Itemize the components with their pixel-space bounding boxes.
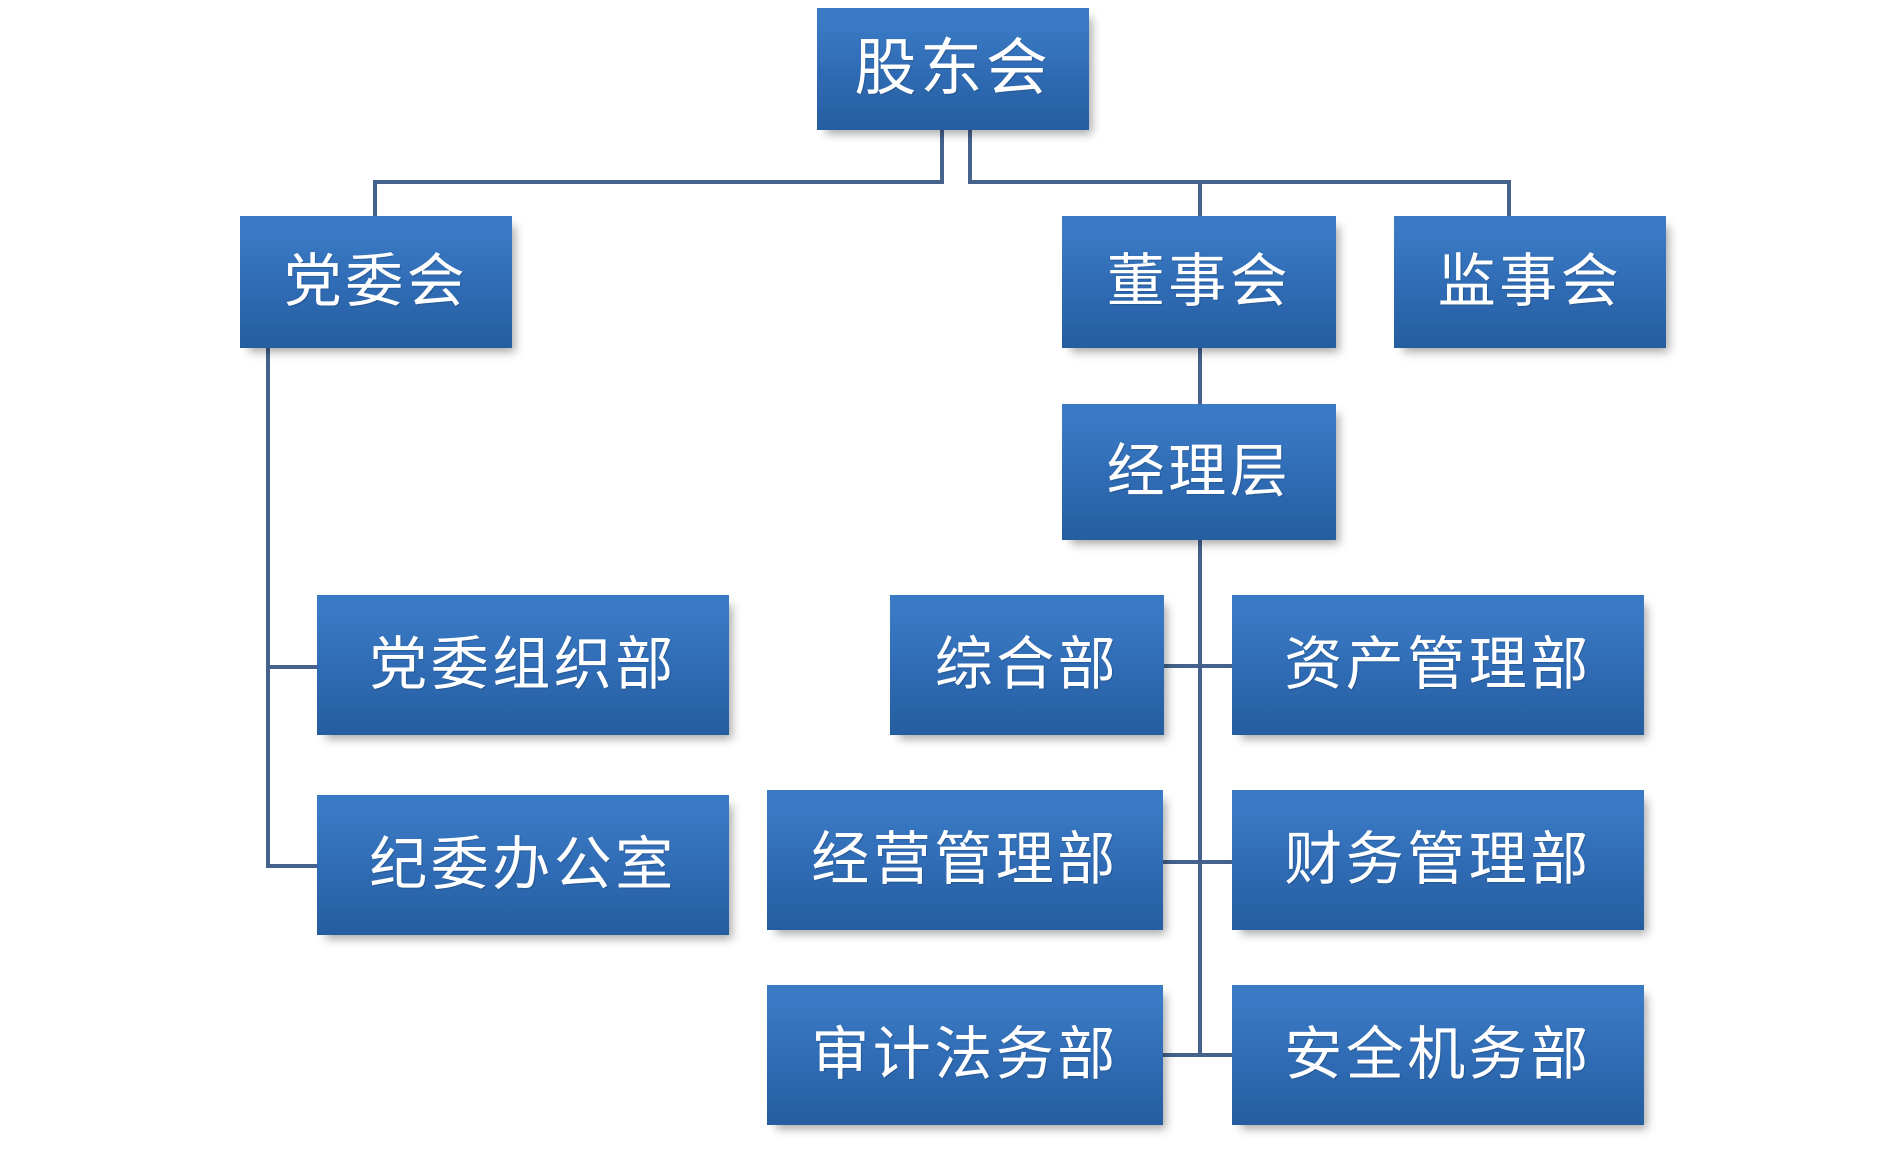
node-board-directors[interactable]: 董事会 bbox=[1062, 216, 1336, 348]
connector-management-to-safety-dept bbox=[1198, 1053, 1232, 1057]
connector-party-spine bbox=[266, 348, 270, 868]
connector-shareholders-left-stem bbox=[940, 128, 944, 184]
connector-shareholders-to-boards-bus bbox=[968, 180, 1511, 184]
connector-party-to-discipline-office bbox=[266, 864, 318, 868]
connector-board-supervisors-drop bbox=[1507, 180, 1511, 220]
connector-management-spine bbox=[1198, 540, 1202, 1057]
connector-management-to-operation-dept bbox=[1156, 860, 1202, 864]
node-operation-dept[interactable]: 经营管理部 bbox=[767, 790, 1163, 930]
node-audit-legal-dept[interactable]: 审计法务部 bbox=[767, 985, 1163, 1125]
connector-management-to-audit-dept bbox=[1156, 1053, 1202, 1057]
connector-party-to-org-dept bbox=[266, 665, 318, 669]
node-general-dept[interactable]: 综合部 bbox=[890, 595, 1164, 735]
node-safety-dept[interactable]: 安全机务部 bbox=[1232, 985, 1644, 1125]
node-management[interactable]: 经理层 bbox=[1062, 404, 1336, 540]
connector-management-to-finance-dept bbox=[1198, 860, 1232, 864]
connector-board-directors-drop bbox=[1198, 180, 1202, 220]
connector-management-to-general-dept bbox=[1162, 664, 1202, 668]
node-finance-dept[interactable]: 财务管理部 bbox=[1232, 790, 1644, 930]
connector-shareholders-right-stem bbox=[968, 128, 972, 184]
node-shareholders[interactable]: 股东会 bbox=[817, 8, 1089, 130]
node-discipline-office[interactable]: 纪委办公室 bbox=[317, 795, 729, 935]
node-asset-mgmt-dept[interactable]: 资产管理部 bbox=[1232, 595, 1644, 735]
connector-party-committee-drop bbox=[373, 180, 377, 220]
node-party-org-dept[interactable]: 党委组织部 bbox=[317, 595, 729, 735]
connector-shareholders-to-party-bus bbox=[373, 180, 944, 184]
node-party-committee[interactable]: 党委会 bbox=[240, 216, 512, 348]
node-board-supervisors[interactable]: 监事会 bbox=[1394, 216, 1666, 348]
connector-management-to-asset-dept bbox=[1198, 664, 1232, 668]
